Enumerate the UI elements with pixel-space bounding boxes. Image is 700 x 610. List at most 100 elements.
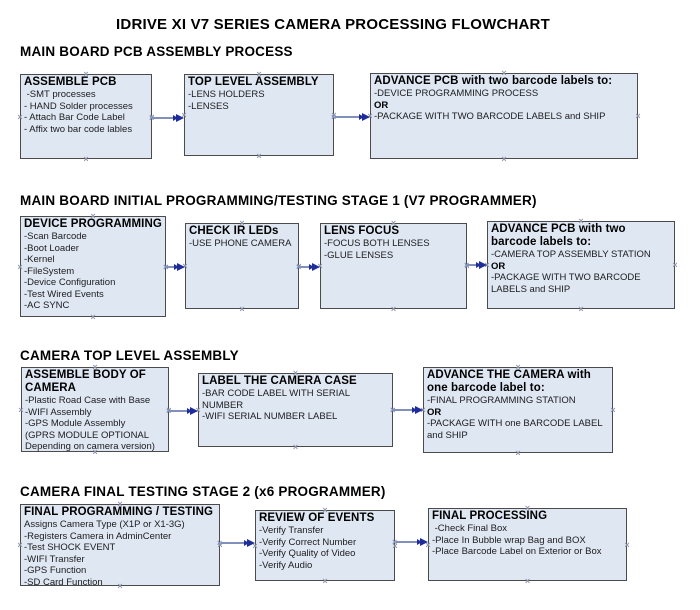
- box-line: -Place Barcode Label on Exterior or Box: [432, 546, 602, 557]
- arrowhead-icon: [476, 262, 481, 268]
- box-line: OR: [427, 406, 442, 418]
- connection-point-icon: ×: [635, 111, 641, 121]
- connector-assemble-pcb-to-top-level-assembly: ×: [149, 112, 184, 124]
- box-line: -WIFI Transfer: [24, 553, 85, 565]
- connection-point-icon: ×: [117, 499, 123, 509]
- connection-point-icon: ×: [390, 304, 397, 314]
- connection-point-icon: ×: [83, 154, 89, 164]
- box-line: -WIFI SERIAL NUMBER LABEL: [202, 411, 338, 422]
- connector-line: [153, 117, 178, 119]
- connection-point-icon: ×: [322, 505, 328, 515]
- connection-point-icon: ×: [90, 211, 96, 221]
- connection-point-icon: ×: [296, 261, 302, 271]
- box-title: ASSEMBLE BODY OF CAMERA: [25, 369, 146, 394]
- box-line: -GPS Function: [24, 565, 87, 576]
- box-title: TOP LEVEL ASSEMBLY: [188, 76, 319, 88]
- connection-point-icon: ×: [524, 503, 531, 513]
- flow-box-final-processing: FINAL PROCESSING -Check Final Box-Place …: [425, 504, 629, 586]
- connection-point-icon: ×: [292, 368, 299, 378]
- box-line: -Plastic Road Case with Base: [25, 395, 151, 406]
- box-line: -PACKAGE WITH TWO BARCODE LABELS and SHI…: [374, 111, 606, 122]
- connection-point-icon: ×: [501, 68, 507, 78]
- box-line: -BAR CODE LABEL WITH SERIAL NUMBER: [202, 388, 353, 411]
- box-line: -Test Wired Events: [24, 288, 104, 300]
- connection-point-icon: ×: [256, 69, 262, 79]
- connector-line: [394, 409, 417, 411]
- connection-point-icon: ×: [149, 112, 155, 123]
- connection-point-icon: ×: [166, 405, 172, 416]
- box-line: OR: [491, 260, 506, 272]
- flow-box-top-level-assembly: TOP LEVEL ASSEMBLY-LENS HOLDERS-LENSES××…: [181, 70, 336, 161]
- flow-box-lens-focus: LENS FOCUS-FOCUS BOTH LENSES-GLUE LENSES…: [317, 219, 469, 314]
- connection-point-icon: ×: [256, 151, 262, 161]
- connector-review-of-events-to-final-processing: ×: [392, 536, 428, 548]
- box-line: -Kernel: [24, 254, 55, 265]
- connection-point-icon: ×: [18, 404, 24, 415]
- flow-box-check-ir-leds: CHECK IR LEDs-USE PHONE CAMERA××××: [182, 219, 301, 314]
- box-line: -Scan Barcode: [24, 231, 87, 242]
- connection-point-icon: ×: [331, 111, 337, 122]
- arrowhead-icon: [176, 113, 184, 122]
- arrowhead-icon: [244, 540, 249, 546]
- section-header-1: MAIN BOARD PCB ASSEMBLY PROCESS: [20, 44, 293, 59]
- connection-point-icon: ×: [610, 405, 616, 415]
- arrowhead-icon: [362, 112, 370, 121]
- box-line: -DEVICE PROGRAMMING PROCESS: [374, 88, 539, 99]
- connection-point-icon: ×: [392, 540, 398, 551]
- box-line: Depending on camera version): [25, 441, 155, 452]
- connection-point-icon: ×: [166, 404, 172, 415]
- connector-check-ir-leds-to-lens-focus: ×: [296, 261, 320, 273]
- arrowhead-icon: [187, 408, 192, 414]
- arrowhead-icon: [415, 405, 423, 414]
- box-line: - HAND Solder processes: [24, 100, 133, 112]
- connection-point-icon: ×: [17, 261, 23, 272]
- box-line: -USE PHONE CAMERA: [189, 238, 292, 249]
- arrowhead-icon: [309, 264, 314, 270]
- connection-point-icon: ×: [672, 260, 678, 270]
- box-line: -FOCUS BOTH LENSES: [324, 238, 430, 249]
- box-title: ADVANCE PCB with two barcode labels to:: [374, 75, 613, 87]
- box-line: (GPRS MODULE OPTIONAL: [25, 429, 150, 441]
- box-line: -SMT processes: [24, 89, 96, 100]
- arrowhead-icon: [420, 537, 428, 546]
- arrowhead-icon: [173, 115, 178, 121]
- connection-point-icon: ×: [149, 111, 155, 122]
- arrowhead-icon: [190, 406, 198, 415]
- box-line: -Test SHOCK EVENT: [24, 542, 116, 553]
- flow-box-review-of-events: REVIEW OF EVENTS-Verify Transfer-Verify …: [252, 506, 397, 586]
- connection-point-icon: ×: [92, 362, 98, 372]
- box-title: DEVICE PROGRAMMING: [24, 218, 162, 230]
- arrowhead-icon: [417, 539, 422, 545]
- connector-top-level-assembly-to-advance-pcb-to-programming: ×: [331, 111, 370, 123]
- box-line: -GPS Module Assembly: [25, 418, 126, 429]
- connection-point-icon: ×: [217, 537, 223, 548]
- box-line: -AC SYNC: [24, 300, 70, 311]
- arrowhead-icon: [312, 262, 320, 271]
- box-title: LABEL THE CAMERA CASE: [202, 375, 357, 387]
- arrowhead-icon: [479, 260, 487, 269]
- flow-box-advance-the-camera: ADVANCE THE CAMERA with one barcode labe…: [420, 363, 615, 458]
- box-title: ASSEMBLE PCB: [24, 76, 117, 88]
- connection-point-icon: ×: [217, 540, 223, 550]
- connector-line: [300, 266, 314, 268]
- connector-assemble-body-of-camera-to-label-the-camera-case: ×: [166, 405, 198, 417]
- section-header-4: CAMERA FINAL TESTING STAGE 2 (x6 PROGRAM…: [20, 484, 386, 499]
- connection-point-icon: ×: [524, 576, 531, 586]
- box-title: CHECK IR LEDs: [189, 225, 279, 237]
- connector-line: [468, 264, 481, 266]
- box-line: -Verify Audio: [259, 559, 313, 571]
- flow-box-advance-pcb-to-programming: ADVANCE PCB with two barcode labels to:-…: [367, 69, 640, 164]
- connection-point-icon: ×: [390, 218, 397, 228]
- connection-point-icon: ×: [239, 304, 245, 314]
- connection-point-icon: ×: [331, 110, 337, 120]
- connection-point-icon: ×: [390, 404, 396, 415]
- connection-point-icon: ×: [624, 539, 630, 550]
- connection-point-icon: ×: [117, 581, 123, 591]
- arrowhead-icon: [177, 262, 185, 271]
- connection-point-icon: ×: [578, 304, 584, 314]
- flow-box-assemble-pcb: ASSEMBLE PCB -SMT processes- HAND Solder…: [17, 70, 154, 164]
- flow-box-assemble-body-of-camera: ASSEMBLE BODY OF CAMERA-Plastic Road Cas…: [18, 363, 171, 457]
- connection-point-icon: ×: [90, 312, 96, 322]
- connector-line: [221, 542, 249, 544]
